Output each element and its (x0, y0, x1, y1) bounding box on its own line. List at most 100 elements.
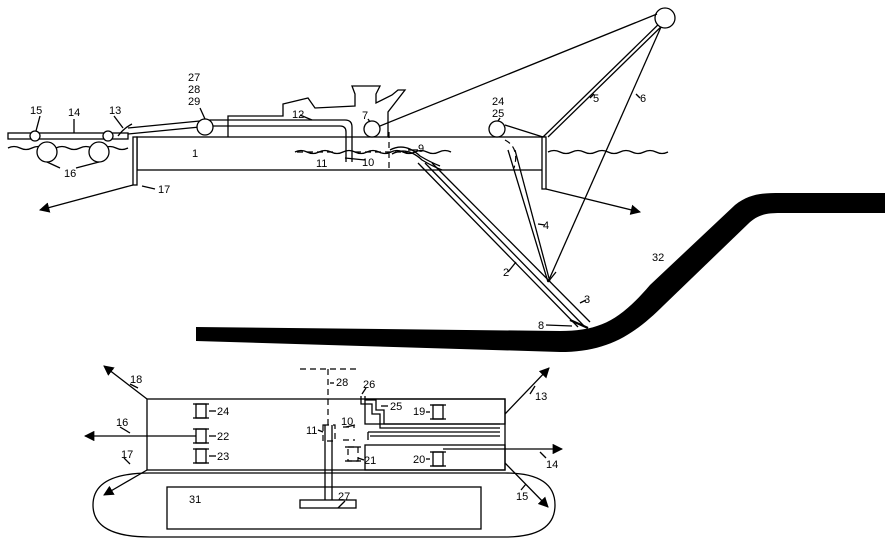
plan-label-18: 18 (130, 374, 142, 386)
label-15: 15 (30, 105, 42, 117)
winch-23 (193, 448, 209, 464)
label-12: 12 (292, 109, 304, 121)
label-17: 17 (158, 184, 170, 196)
label-8: 8 (538, 320, 544, 332)
barge-outline (92, 472, 556, 538)
tank-31 (166, 486, 482, 530)
seabed (196, 193, 885, 352)
plan-label-11: 11 (306, 425, 317, 437)
dashed-arc (504, 139, 517, 169)
pump-wheel (363, 120, 381, 138)
label-27: 27 (188, 72, 200, 84)
label-24: 24 (492, 96, 504, 108)
plan-label-27: 27 (338, 491, 350, 503)
spud-left (132, 136, 138, 186)
plan-label-10: 10 (341, 416, 353, 428)
pipe-connector (117, 123, 133, 137)
plan-labels: 18 16 17 24 22 23 11 28 26 25 10 21 19 2… (116, 374, 558, 506)
cable-6 (547, 17, 666, 283)
winch-20 (430, 451, 446, 467)
winch-drum (488, 120, 506, 138)
winch-21 (345, 446, 361, 462)
plan-leader-lines (119, 382, 547, 509)
plan-label-14: 14 (546, 459, 558, 471)
ladder-edge (417, 162, 579, 328)
ladder-edge (424, 162, 586, 328)
label-3: 3 (584, 294, 590, 306)
sheave-wheel (654, 7, 676, 29)
swivel-joint (196, 118, 214, 136)
plan-label-22: 22 (217, 431, 229, 443)
plan-label-19: 19 (413, 406, 425, 418)
label-7: 7 (362, 110, 368, 122)
label-10: 10 (362, 157, 374, 169)
cable-17 (103, 469, 148, 496)
winch-cable (504, 124, 544, 138)
anchor-line-right (545, 188, 642, 215)
boom-5 (542, 17, 666, 138)
water-surface-left (7, 145, 129, 151)
side-elevation-view (7, 7, 885, 352)
discharge-pipe-outer (127, 119, 353, 162)
label-29: 29 (188, 96, 200, 108)
label-13: 13 (109, 105, 121, 117)
pipe-t-27 (299, 499, 357, 509)
label-6: 6 (640, 93, 646, 105)
deck-rectangle (146, 398, 506, 471)
compartment-lower (364, 444, 506, 471)
plan-label-31: 31 (189, 494, 201, 506)
label-28: 28 (188, 84, 200, 96)
plan-label-15: 15 (516, 491, 528, 503)
hoist-4-inner (514, 149, 551, 283)
plan-label-26: 26 (363, 379, 375, 391)
winch-19 (430, 404, 446, 420)
plan-label-23: 23 (217, 451, 229, 463)
label-25: 25 (492, 108, 504, 120)
spud-right (541, 136, 547, 190)
pipeline-joint (102, 130, 114, 142)
label-4: 4 (543, 220, 549, 232)
suction-hose (389, 146, 441, 167)
label-5: 5 (593, 93, 599, 105)
label-32: 32 (652, 252, 664, 264)
discharge-pipe-inner (127, 125, 347, 162)
cable-18 (103, 365, 148, 400)
plan-label-21: 21 (364, 455, 376, 467)
ladder-edge (431, 162, 591, 323)
plan-label-20: 20 (413, 454, 425, 466)
winch-24 (193, 403, 209, 419)
plan-view (83, 365, 564, 538)
label-9: 9 (418, 143, 424, 155)
hose-outer (360, 396, 500, 429)
label-16: 16 (64, 168, 76, 180)
top-labels: 15 14 13 16 17 1 27 28 29 12 7 9 10 11 2… (30, 72, 664, 332)
cutter-head (569, 318, 589, 330)
hoist-4 (507, 149, 549, 283)
label-11: 11 (316, 158, 327, 170)
pump-11-box (322, 424, 336, 442)
hose-inner (364, 396, 500, 425)
pontoon-float (88, 141, 110, 163)
boom-5-inner (547, 19, 669, 138)
pipeline-joint (29, 130, 41, 142)
cable-15 (504, 462, 549, 508)
label-14: 14 (68, 107, 80, 119)
plan-label-16: 16 (116, 417, 128, 429)
top-leader-lines (35, 93, 641, 327)
plan-label-13: 13 (535, 391, 547, 403)
pontoon-float (36, 141, 58, 163)
plan-label-17: 17 (121, 449, 133, 461)
floating-pipeline (7, 123, 133, 163)
label-2: 2 (503, 267, 509, 279)
label-1: 1 (192, 148, 198, 160)
hoist-tip (547, 271, 557, 283)
cable-from-pump (379, 13, 658, 127)
anchor-line-17 (38, 184, 134, 213)
plan-label-24: 24 (217, 406, 229, 418)
cable-13 (504, 367, 550, 415)
plan-label-25: 25 (390, 401, 402, 413)
plan-label-28: 28 (336, 377, 348, 389)
pipeline-segment (7, 132, 129, 140)
